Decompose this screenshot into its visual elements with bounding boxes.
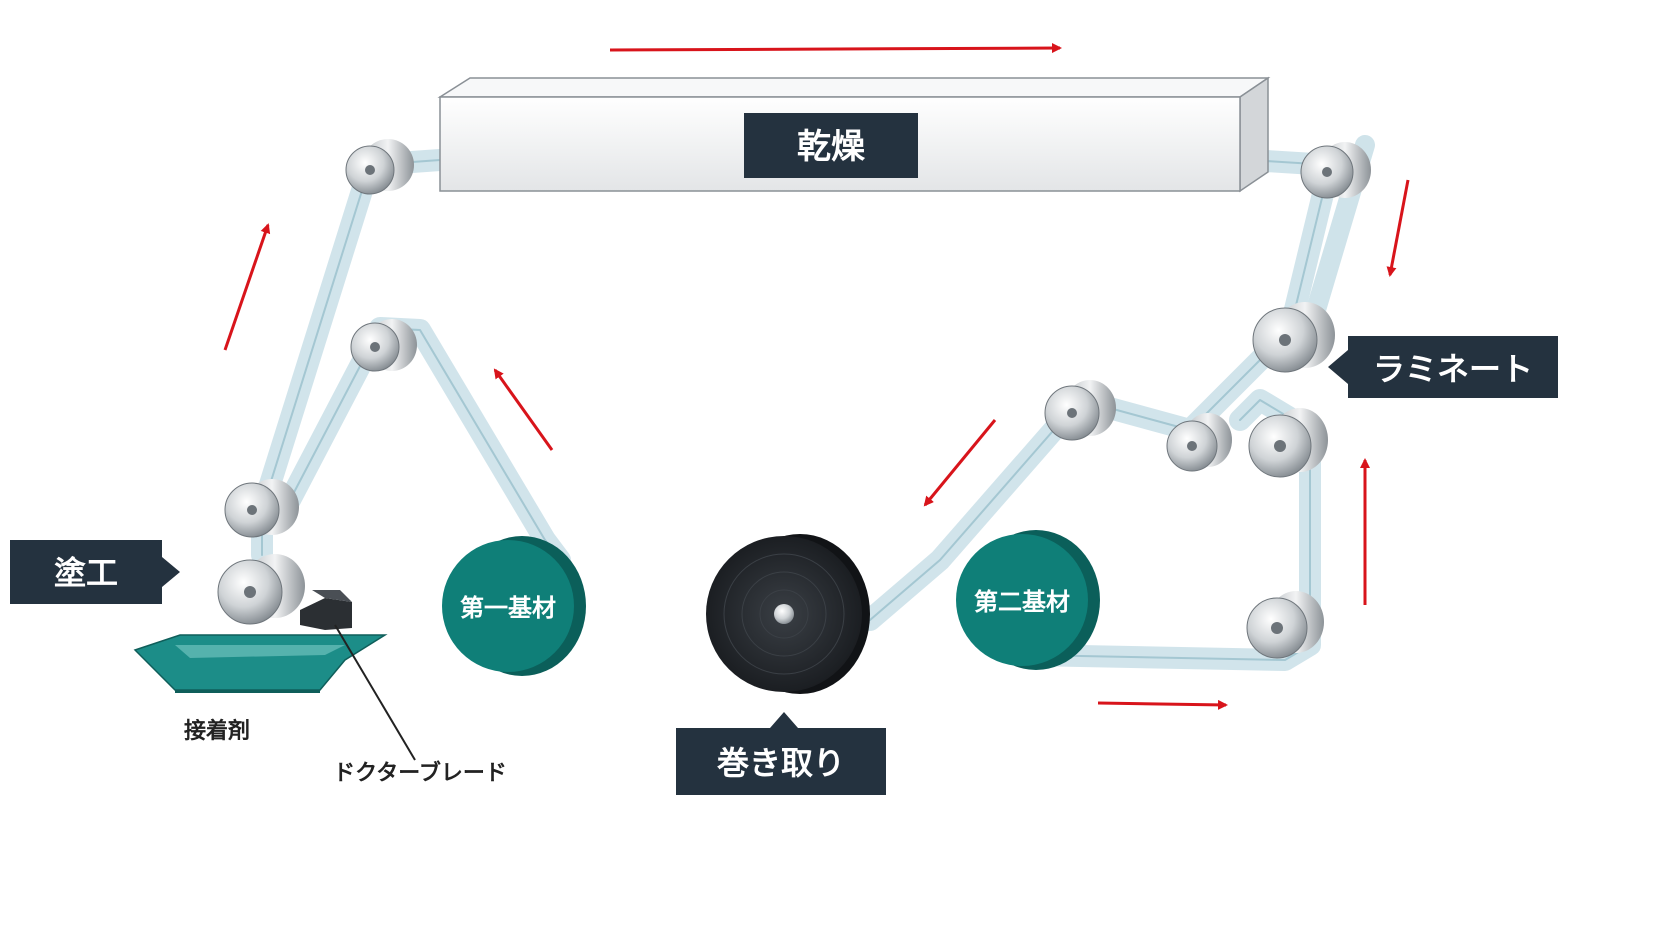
wound-roll (706, 534, 870, 694)
winding-label: 巻き取り (716, 744, 845, 782)
flow-arrow-icon (923, 419, 997, 507)
second-substrate-label: 第二基材 (974, 588, 1070, 616)
adhesive-tray-icon (133, 634, 388, 693)
laminate-label: ラミネート (1373, 350, 1533, 388)
roller-icon (224, 479, 299, 538)
doctor-blade-leader (334, 624, 416, 761)
flow-arrow-icon (223, 223, 271, 351)
drying-label: 乾燥 (797, 127, 866, 167)
adhesive-label: 接着剤 (184, 718, 250, 744)
roller-icon (1044, 380, 1116, 441)
flow-arrow-icon (1097, 699, 1228, 710)
roller-icon (350, 319, 417, 372)
flow-arrows (223, 43, 1410, 710)
winding-tag: 巻き取り (676, 712, 886, 795)
first-substrate-label: 第一基材 (460, 594, 556, 622)
flow-arrow-icon (493, 368, 554, 451)
first-substrate-roll: 第一基材 (442, 536, 586, 676)
roller-icon (1246, 591, 1324, 659)
doctor-blade-icon (300, 590, 352, 630)
roller-icon (1166, 413, 1232, 472)
coating-label: 塗工 (54, 554, 118, 592)
flow-arrow-icon (609, 43, 1062, 54)
laminate-tag: ラミネート (1328, 336, 1558, 398)
roller-icon (1300, 142, 1371, 199)
flow-arrow-icon (1386, 179, 1410, 277)
roller-icon (1252, 302, 1335, 373)
rollers (217, 139, 1371, 659)
roller-icon (1248, 408, 1328, 478)
drying-tag: 乾燥 (744, 113, 918, 178)
roller-icon (345, 139, 414, 195)
coating-tag: 塗工 (10, 540, 180, 604)
roller-icon (217, 554, 305, 625)
doctor-blade-label: ドクターブレード (333, 760, 507, 786)
second-substrate-roll: 第二基材 (956, 530, 1100, 670)
